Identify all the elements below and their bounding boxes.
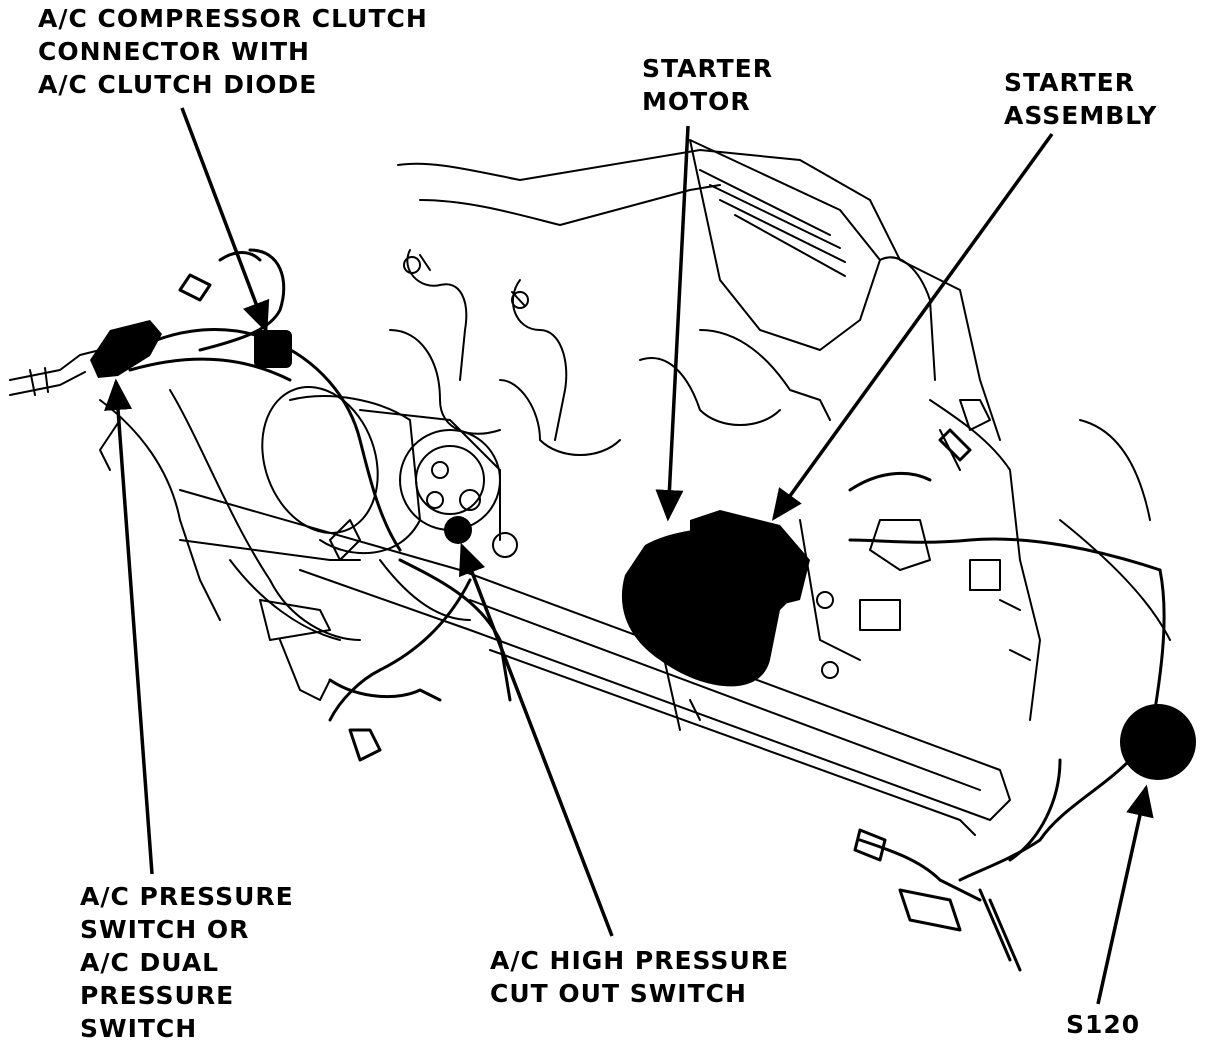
- wiring-harness: [118, 248, 1166, 972]
- callout-line: CUT OUT SWITCH: [490, 979, 747, 1008]
- starter-motor-callout: STARTER MOTOR: [642, 52, 773, 118]
- callout-line: A/C DUAL: [80, 948, 220, 977]
- callout-line: ASSEMBLY: [1004, 101, 1158, 130]
- engine-block-outline: [397, 139, 1001, 441]
- transmission-housing: [799, 399, 1171, 721]
- starter-assembly-callout: STARTER ASSEMBLY: [1004, 66, 1157, 132]
- callout-line: A/C HIGH PRESSURE: [490, 946, 790, 975]
- callout-line: STARTER: [642, 54, 773, 83]
- ac-pressure-switch-highlight: [90, 320, 162, 378]
- compressor-clutch-callout: A/C COMPRESSOR CLUTCH CONNECTOR WITH A/C…: [38, 2, 428, 101]
- starter-assembly-highlight: [690, 510, 810, 610]
- callout-line: CONNECTOR WITH: [38, 37, 310, 66]
- starter-motor-arrow: [655, 125, 690, 522]
- pressure-switch-callout: A/C PRESSURE SWITCH OR A/C DUAL PRESSURE…: [80, 880, 294, 1045]
- s120-callout: S120: [1066, 1008, 1140, 1041]
- ac-line: [9, 349, 101, 396]
- high-pressure-switch-highlight: [444, 516, 472, 544]
- compressor-clutch-connector-highlight: [254, 330, 292, 368]
- high-pressure-switch-callout: A/C HIGH PRESSURE CUT OUT SWITCH: [490, 944, 789, 1010]
- callout-line: STARTER: [1004, 68, 1135, 97]
- callout-line: S120: [1066, 1010, 1141, 1039]
- exhaust-manifold: [389, 249, 831, 456]
- s120-splice-highlight: [1120, 704, 1196, 780]
- callout-line: SWITCH OR: [80, 915, 250, 944]
- callout-line: A/C PRESSURE: [80, 882, 294, 911]
- starter-assembly-arrow: [771, 132, 1054, 521]
- compressor-clutch-arrow: [180, 107, 270, 334]
- s120-arrow: [1096, 784, 1154, 1005]
- callout-line: MOTOR: [642, 87, 751, 116]
- pressure-switch-arrow: [104, 378, 154, 875]
- callout-line: A/C CLUTCH DIODE: [38, 70, 318, 99]
- lower-control-arm: [99, 389, 361, 701]
- callout-line: A/C COMPRESSOR CLUTCH: [38, 4, 428, 33]
- callout-line: SWITCH: [80, 1014, 198, 1043]
- ac-compressor: [261, 386, 518, 621]
- high-pressure-switch-arrow: [458, 542, 614, 937]
- callout-line: PRESSURE: [80, 981, 235, 1010]
